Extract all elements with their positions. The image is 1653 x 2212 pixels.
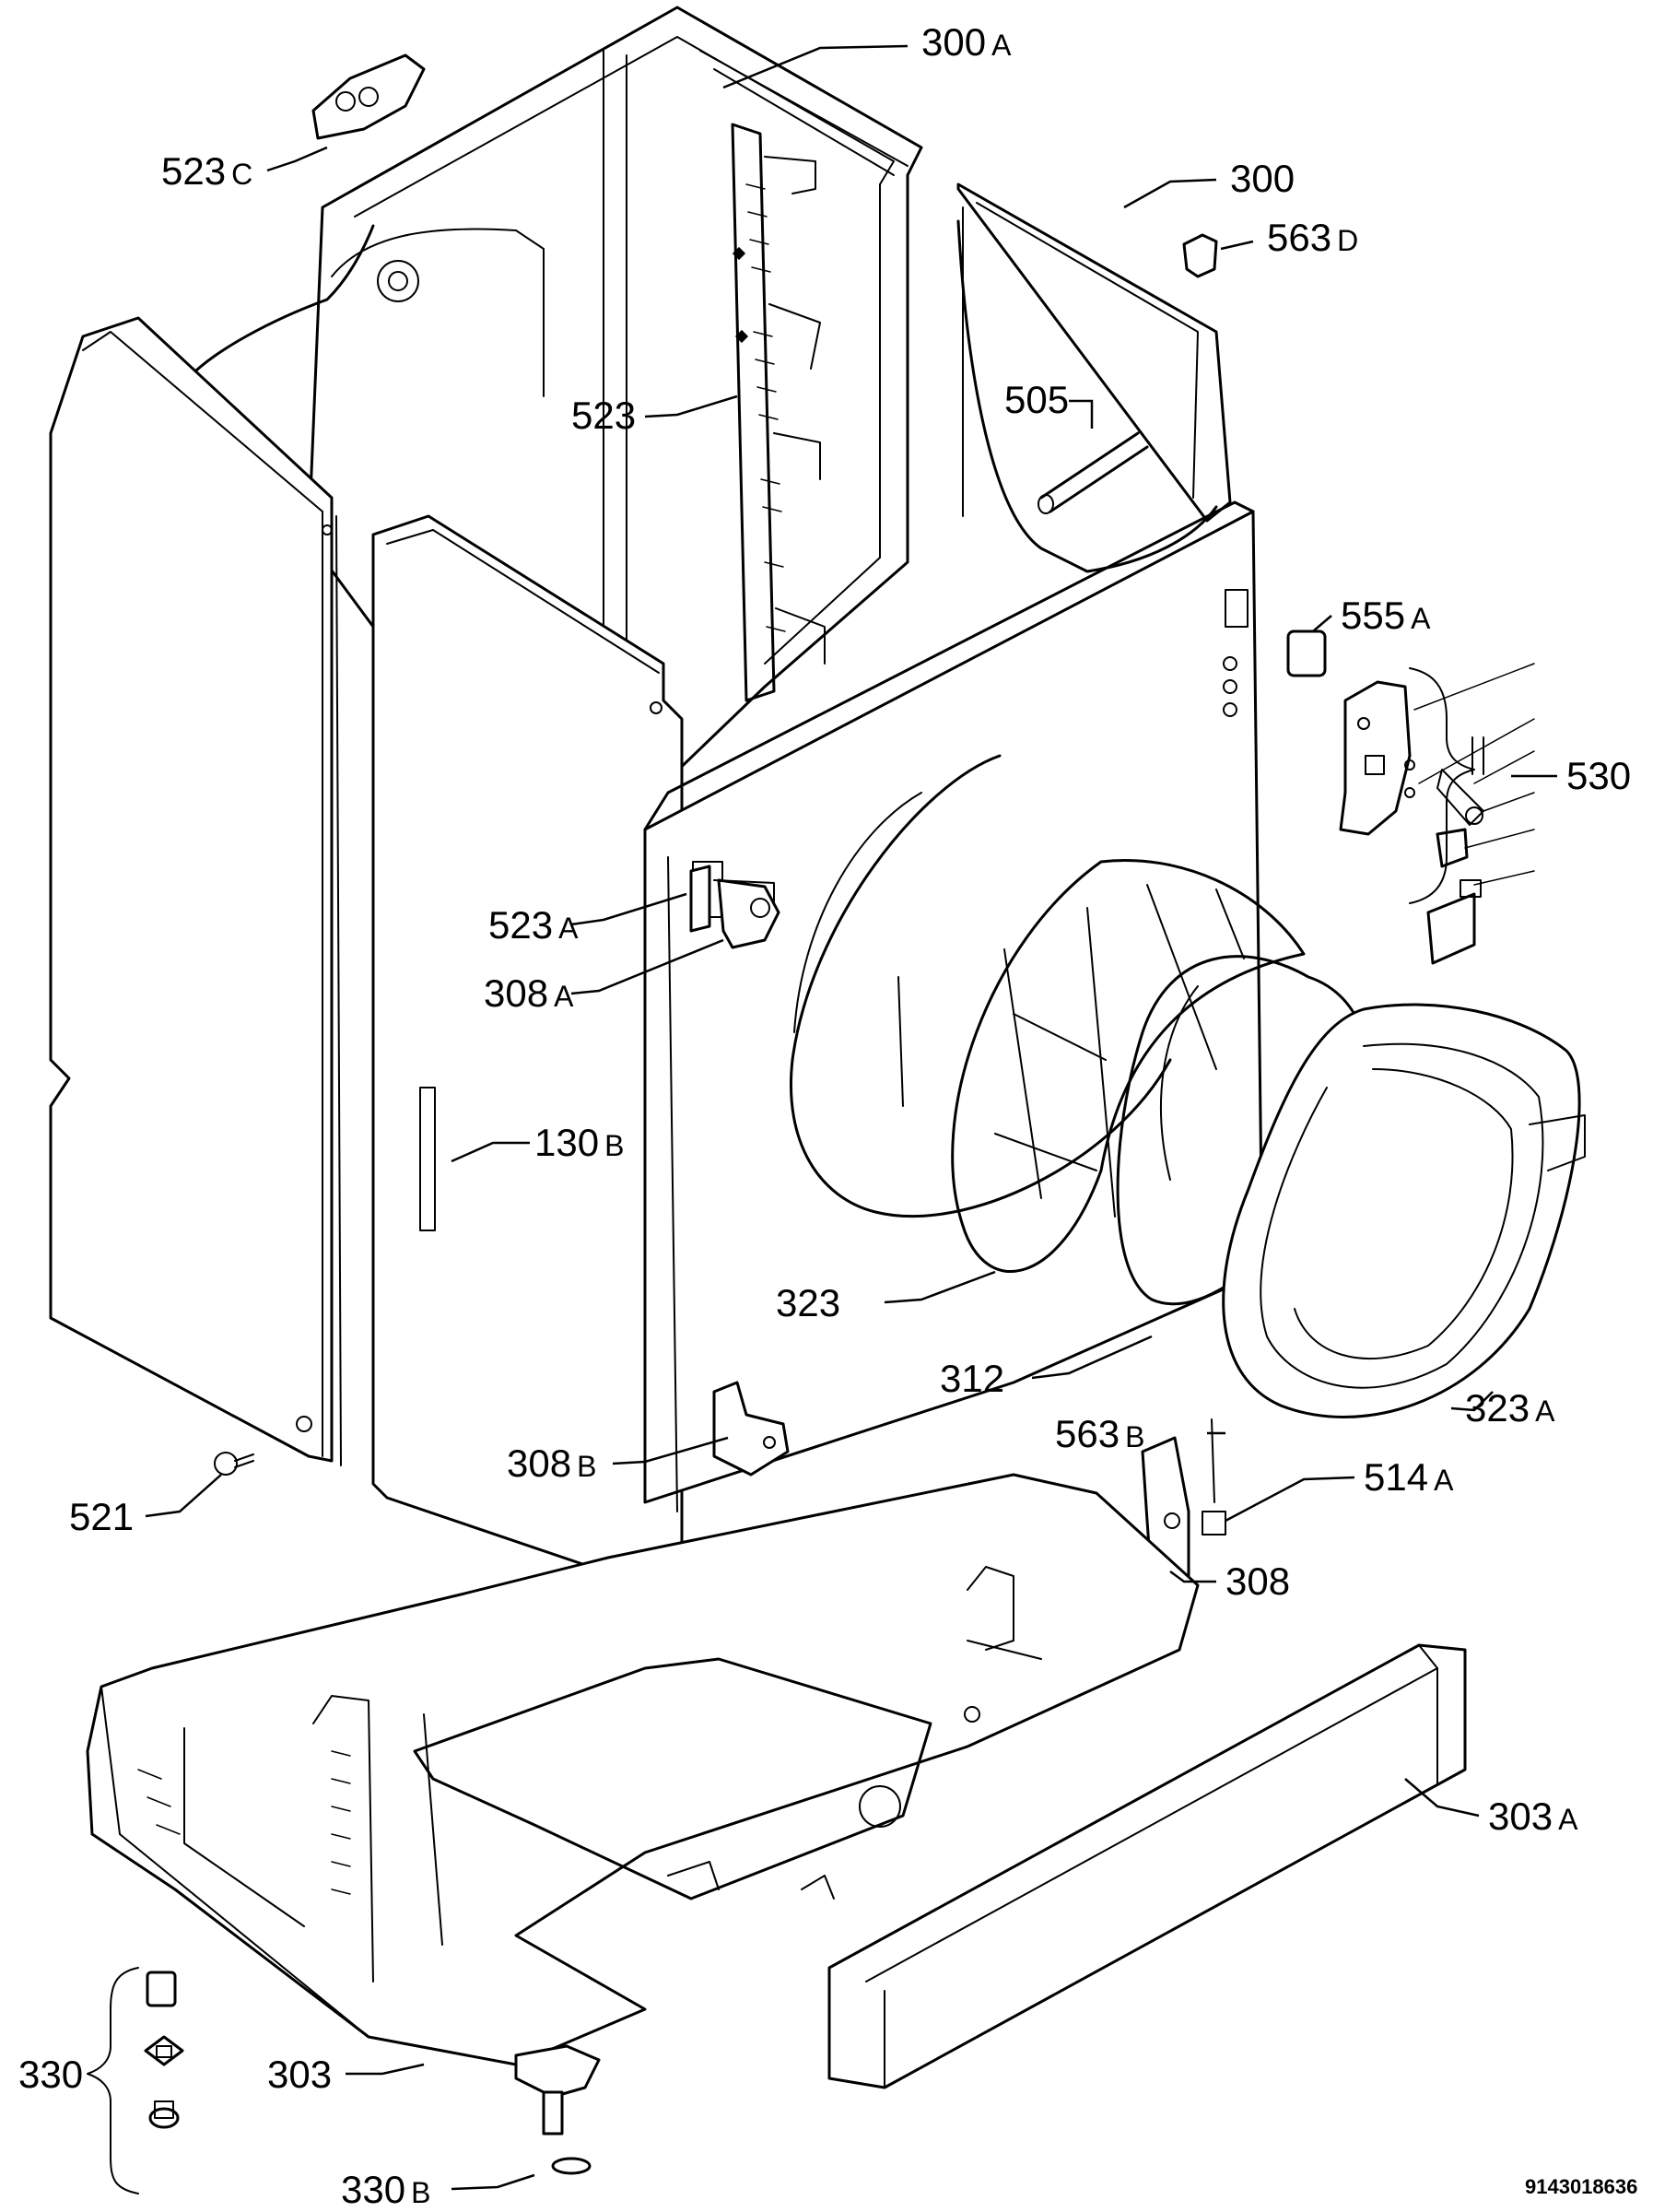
left-side-panel — [49, 316, 342, 1466]
label-330: 330 — [18, 2053, 83, 2096]
door-lock-parts — [1286, 629, 1535, 965]
label-323: 323 — [776, 1281, 840, 1324]
label-521: 521 — [69, 1495, 134, 1538]
label-530: 530 — [1566, 754, 1631, 797]
document-number: 9143018636 — [1525, 2175, 1637, 2198]
front-panel — [643, 500, 1264, 1512]
kick-plate — [827, 1643, 1467, 2089]
label-300: 300 — [1230, 157, 1295, 200]
label-303: 303 — [267, 2053, 332, 2096]
braces — [87, 667, 1475, 2194]
label-312: 312 — [940, 1357, 1004, 1400]
label-523: 523 — [571, 394, 636, 437]
foot-screws — [144, 1971, 184, 2129]
small-parts — [214, 53, 1218, 1476]
base-frame — [86, 1473, 1200, 2175]
front-side-panel — [371, 514, 684, 1587]
leader-lines — [145, 44, 1557, 2191]
door-assembly — [1222, 1003, 1586, 1418]
label-308: 308 — [1225, 1559, 1290, 1603]
label-505: 505 — [1004, 378, 1069, 421]
